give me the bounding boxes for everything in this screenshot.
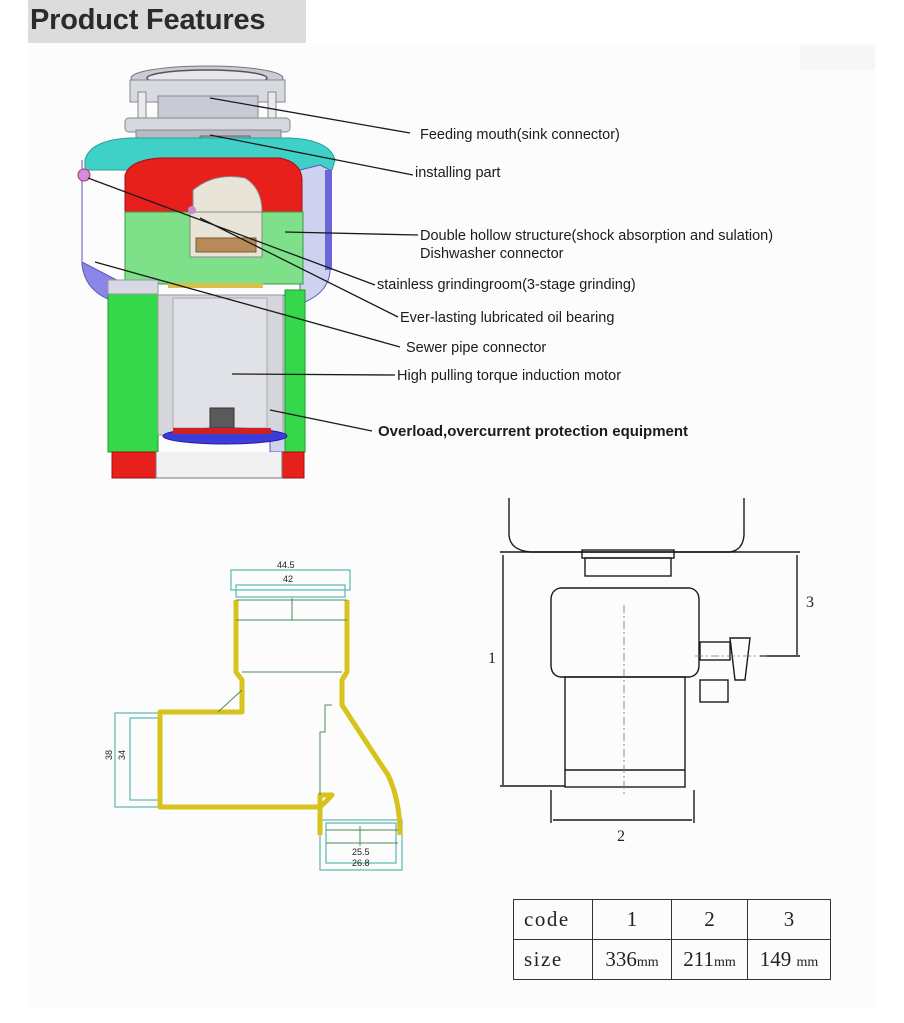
- label-dishwasher-connector: Dishwasher connector: [420, 246, 564, 262]
- cell-size-header: size: [513, 939, 593, 980]
- label-sewer-pipe-connector: Sewer pipe connector: [406, 340, 547, 356]
- grinding-plate: [195, 237, 257, 253]
- size-unit-3: mm: [796, 955, 819, 970]
- dim-bottom-inner: 25.5: [352, 847, 370, 857]
- feeding-mouth: [124, 65, 291, 147]
- label-grinding-room: stainless grindingroom(3-stage grinding): [377, 277, 636, 293]
- pipe-walls: [157, 600, 403, 836]
- cell-code-1: 1: [592, 899, 672, 940]
- dim-bottom-outer: 26.8: [352, 858, 370, 868]
- label-induction-motor: High pulling torque induction motor: [397, 368, 622, 384]
- cell-size-1: 336mm: [592, 939, 672, 980]
- grinding-chamber: [192, 176, 263, 213]
- label-feeding-mouth: Feeding mouth(sink connector): [420, 127, 620, 143]
- dim-label-3: 3: [806, 594, 814, 611]
- cell-size-2: 211mm: [671, 939, 748, 980]
- size-spec-table: code 1 2 3 size 336mm 211mm 149 mm: [513, 899, 831, 980]
- size-unit-1: mm: [636, 955, 659, 970]
- dim-top-outer: 44.5: [277, 560, 295, 570]
- label-oil-bearing: Ever-lasting lubricated oil bearing: [400, 310, 615, 326]
- size-value-2: 211: [683, 947, 714, 971]
- bearing-icon: [188, 206, 196, 214]
- cell-code-header: code: [513, 899, 593, 940]
- label-double-hollow-structure: Double hollow structure(shock absorption…: [420, 228, 774, 244]
- dishwasher-connector-icon: [77, 168, 91, 182]
- red-foot-left: [111, 451, 157, 479]
- sink-flange: [581, 549, 675, 559]
- discharge-port: [699, 679, 729, 703]
- label-installing-part: installing part: [415, 165, 501, 181]
- size-unit-2: mm: [713, 955, 736, 970]
- shell-edge: [325, 170, 332, 270]
- bearing-ring: [168, 283, 263, 288]
- table-row-code: code 1 2 3: [513, 899, 831, 940]
- lower-housing: [564, 676, 686, 788]
- dim-label-1: 1: [488, 650, 496, 667]
- page-title: Product Features: [30, 4, 266, 36]
- title-bar: [28, 0, 306, 43]
- size-value-1: 336: [605, 947, 637, 971]
- cell-code-3: 3: [747, 899, 831, 940]
- dim-top-inner: 42: [283, 574, 294, 584]
- upper-housing: [550, 587, 700, 678]
- sink-outline: [508, 498, 745, 553]
- leader-lines: [87, 97, 419, 432]
- dim-label-2: 2: [617, 828, 625, 845]
- faded-block: [800, 45, 875, 70]
- size-value-3: 149: [759, 947, 792, 971]
- cell-size-3: 149 mm: [747, 939, 831, 980]
- label-overload-protection: Overload,overcurrent protection equipmen…: [378, 423, 689, 440]
- cell-code-2: 2: [671, 899, 748, 940]
- table-row-size: size 336mm 211mm 149 mm: [513, 939, 831, 980]
- green-lower-left: [107, 289, 159, 453]
